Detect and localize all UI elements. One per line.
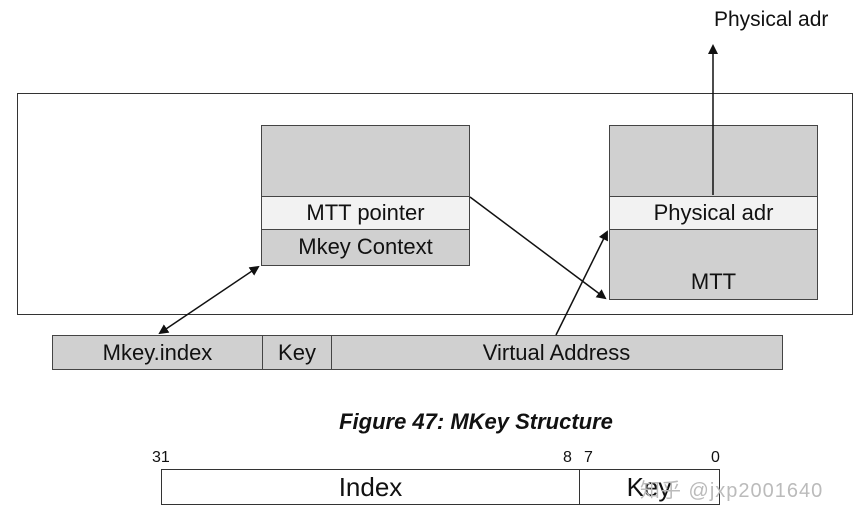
physical-adr-label: Physical adr bbox=[653, 200, 774, 225]
virtual-address-segment: Virtual Address bbox=[332, 336, 781, 369]
bit-layout-bar: Index Key bbox=[161, 469, 720, 505]
index-field: Index bbox=[162, 470, 580, 504]
mkey-index-label: Mkey.index bbox=[102, 339, 213, 365]
arrow-index-to-context bbox=[158, 265, 260, 335]
mtt-pointer-label: MTT pointer bbox=[306, 200, 425, 225]
mtt-cell: MTT bbox=[610, 230, 817, 298]
mtt-table-block: Physical adr MTT bbox=[609, 125, 818, 300]
key-label: Key bbox=[278, 339, 316, 365]
mtt-pointer-cell: MTT pointer bbox=[262, 196, 469, 230]
top-physical-adr-label: Physical adr bbox=[714, 8, 829, 31]
mkey-context-block: MTT pointer Mkey Context bbox=[261, 125, 470, 266]
physical-adr-cell: Physical adr bbox=[610, 196, 817, 230]
mkey-context-top-area bbox=[262, 126, 469, 196]
watermark: 知乎 @jxp2001640 bbox=[640, 480, 824, 502]
bit-8-label: 8 bbox=[563, 449, 572, 466]
mkey-bar: Mkey.index Key Virtual Address bbox=[52, 335, 783, 370]
virtual-address-label: Virtual Address bbox=[482, 339, 631, 365]
mkey-context-cell: Mkey Context bbox=[262, 230, 469, 264]
figure-caption: Figure 47: MKey Structure bbox=[339, 409, 613, 434]
mkey-context-label: Mkey Context bbox=[298, 234, 433, 259]
key-field: Key bbox=[580, 470, 718, 504]
arrow-virtual-address-to-entry bbox=[555, 230, 608, 336]
key-field-label: Key bbox=[626, 471, 672, 502]
mtt-label: MTT bbox=[690, 269, 737, 294]
mkey-index-segment: Mkey.index bbox=[53, 336, 263, 369]
key-segment: Key bbox=[263, 336, 332, 369]
bit-0-label: 0 bbox=[711, 449, 720, 466]
arrow-mtt-pointer-to-mtt bbox=[469, 196, 607, 300]
bit-31-label: 31 bbox=[152, 449, 170, 466]
bit-7-label: 7 bbox=[584, 449, 593, 466]
index-field-label: Index bbox=[338, 471, 403, 502]
